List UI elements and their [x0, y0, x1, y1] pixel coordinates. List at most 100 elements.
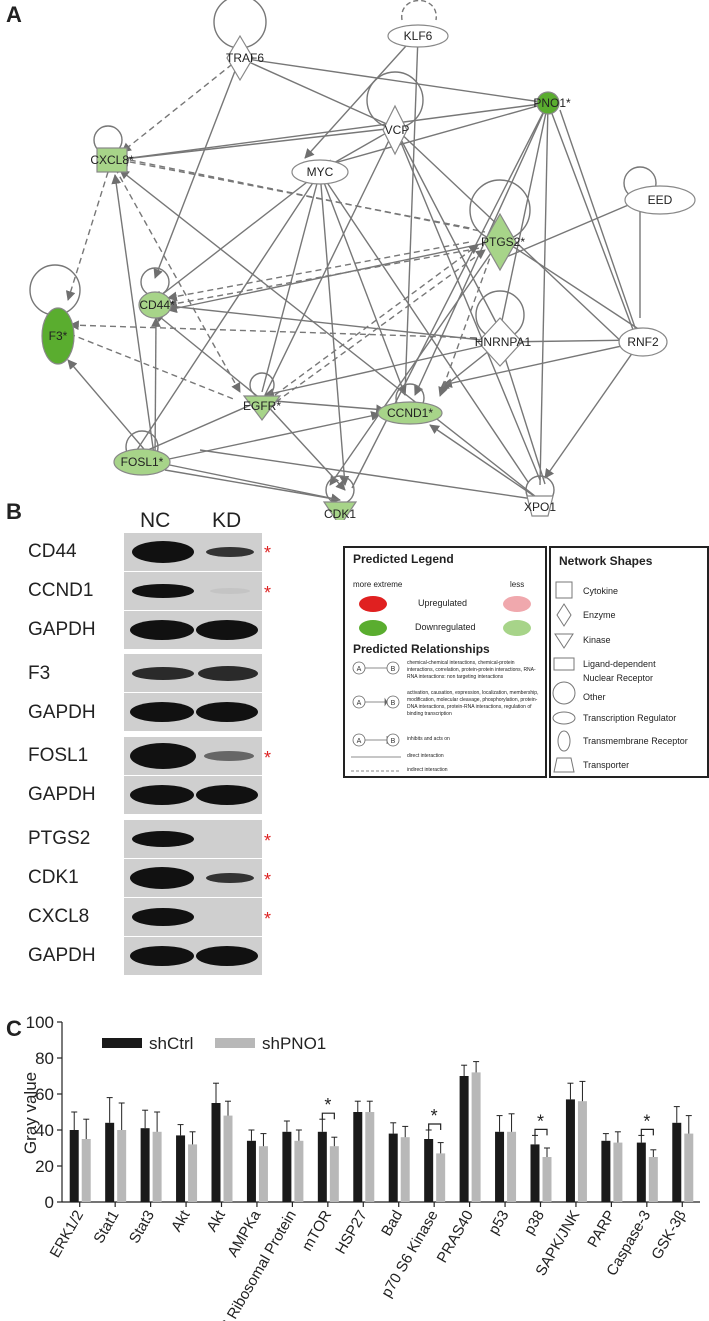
- bar-shpno1: [613, 1142, 623, 1202]
- downregulated-light-swatch: [503, 620, 531, 636]
- bar-shctrl: [353, 1112, 363, 1202]
- relationship-icons: A B A B A B: [351, 661, 401, 772]
- node-label-rnf2: RNF2: [627, 335, 659, 349]
- significance-star-cxcl8: *: [264, 909, 272, 929]
- blot-ptgs2: [124, 820, 262, 858]
- shape-label-transmembrane: Transmembrane Receptor: [583, 736, 688, 746]
- y-tick-label: 0: [45, 1193, 54, 1212]
- panel-a-label: A: [6, 2, 22, 27]
- blot-label-gapdh-4: GAPDH: [28, 945, 96, 966]
- x-tick-label: Stat3: [126, 1208, 158, 1247]
- node-cxcl8: [96, 147, 128, 173]
- bar-shpno1: [329, 1146, 339, 1202]
- legend-label-shpno1: shPNO1: [262, 1034, 326, 1053]
- upregulated-label: Upregulated: [418, 598, 468, 608]
- node-label-klf6: KLF6: [404, 29, 433, 43]
- node-pno1: [536, 91, 560, 115]
- shape-label-kinase: Kinase: [583, 635, 611, 645]
- node-xpo1: [526, 495, 554, 517]
- node-vcp: [382, 104, 408, 156]
- x-tick-label: Bad: [378, 1208, 406, 1240]
- x-tick-label: Akt: [203, 1207, 229, 1235]
- blot-label-f3: F3: [28, 663, 51, 684]
- bar-shpno1: [258, 1146, 268, 1202]
- more-extreme-label: more extreme: [353, 580, 403, 589]
- x-tick-label: GSK-3β: [648, 1207, 690, 1262]
- shape-icons: [552, 581, 576, 773]
- node-label-ccnd1: CCND1*: [387, 406, 433, 420]
- relationship-text-3: inhibits and acts on: [407, 736, 450, 742]
- bar-shpno1: [400, 1137, 410, 1202]
- shape-label-cytokine: Cytokine: [583, 586, 619, 596]
- blot-label-gapdh-1: GAPDH: [28, 619, 96, 640]
- bar-shpno1: [577, 1101, 587, 1202]
- bar-shctrl: [565, 1099, 575, 1202]
- node-label-cdk1: CDK1: [324, 507, 356, 520]
- blot-label-gapdh-3: GAPDH: [28, 784, 96, 805]
- blot-label-cxcl8: CXCL8: [28, 906, 90, 927]
- predicted-legend-title: Predicted Legend: [353, 552, 454, 566]
- bar-shctrl: [211, 1103, 221, 1202]
- shape-label-enzyme: Enzyme: [583, 610, 616, 620]
- relationships-title: Predicted Relationships: [353, 642, 490, 656]
- significance-star-cdk1: *: [264, 870, 272, 890]
- node-label-xpo1: XPO1: [524, 500, 556, 514]
- y-tick-label: 80: [35, 1049, 54, 1068]
- bar-shctrl: [530, 1144, 540, 1202]
- node-ptgs2: [483, 212, 517, 272]
- node-ccnd1: [377, 401, 443, 425]
- x-tick-label: PARP: [584, 1208, 619, 1251]
- x-tick-label: ERK1/2: [47, 1208, 88, 1261]
- upregulated-light-swatch: [503, 596, 531, 612]
- bar-shctrl: [140, 1128, 150, 1202]
- significance-bracket: [534, 1128, 548, 1136]
- significance-star-ptgs2: *: [264, 831, 272, 851]
- bar-shctrl: [636, 1142, 646, 1202]
- node-traf6: [226, 34, 254, 82]
- node-cdk1: [322, 501, 358, 520]
- blot-fosl1: [124, 737, 262, 775]
- y-tick-label: 40: [35, 1121, 54, 1140]
- node-label-myc: MYC: [307, 165, 334, 179]
- bar-shctrl: [105, 1122, 115, 1202]
- bar-shpno1: [117, 1130, 127, 1202]
- x-tick-label: p38: [521, 1208, 548, 1238]
- node-label-cd44: CD44*: [139, 298, 175, 312]
- relationship-text-2: activation, causation, expression, local…: [407, 690, 539, 717]
- network-shapes-title: Network Shapes: [559, 554, 653, 568]
- column-label-kd: KD: [212, 509, 242, 532]
- bar-shctrl: [246, 1140, 256, 1202]
- indirect-interaction-label: indirect interaction: [407, 767, 448, 773]
- rel2-node-b: B: [391, 700, 396, 707]
- downregulated-strong-swatch: [359, 620, 387, 636]
- blot-ccnd1: [124, 572, 262, 610]
- panel-c-label: C: [6, 1016, 22, 1041]
- significance-star: *: [431, 1106, 438, 1126]
- node-egfr: [242, 395, 282, 421]
- y-tick-label: 100: [26, 1016, 54, 1032]
- blot-cxcl8: [124, 898, 262, 936]
- blot-label-fosl1: FOSL1: [28, 745, 89, 766]
- blot-label-cdk1: CDK1: [28, 867, 79, 888]
- significance-star-ccnd1: *: [264, 583, 272, 603]
- node-label-cxcl8: CXCL8*: [90, 153, 134, 167]
- node-eed: [624, 185, 696, 215]
- x-tick-label: Stat1: [90, 1208, 122, 1247]
- blot-cd44: [124, 533, 262, 571]
- significance-star-fosl1: *: [264, 748, 272, 768]
- predicted-legend: Predicted Legend more extreme less Upreg…: [343, 546, 547, 778]
- network-diagram: TRAF6 KLF6 PNO1* CXCL8* VCP MYC EED PTGS…: [29, 0, 696, 520]
- bar-shctrl: [459, 1076, 469, 1202]
- significance-star: *: [643, 1111, 650, 1131]
- blot-label-cd44: CD44: [28, 541, 77, 562]
- x-tick-label: Akt: [168, 1207, 194, 1235]
- network-self-loops: [29, 0, 657, 505]
- bar-shctrl: [282, 1131, 292, 1202]
- shape-label-other: Other: [583, 692, 606, 702]
- rel1-node-b: B: [391, 666, 396, 673]
- downregulated-label: Downregulated: [415, 622, 476, 632]
- less-label: less: [510, 580, 525, 589]
- significance-bracket: [321, 1112, 335, 1120]
- bar-chart: Gray value shCtrl shPNO1 020406080100ERK…: [21, 1016, 700, 1321]
- legend-shpno1: shPNO1: [215, 1034, 326, 1053]
